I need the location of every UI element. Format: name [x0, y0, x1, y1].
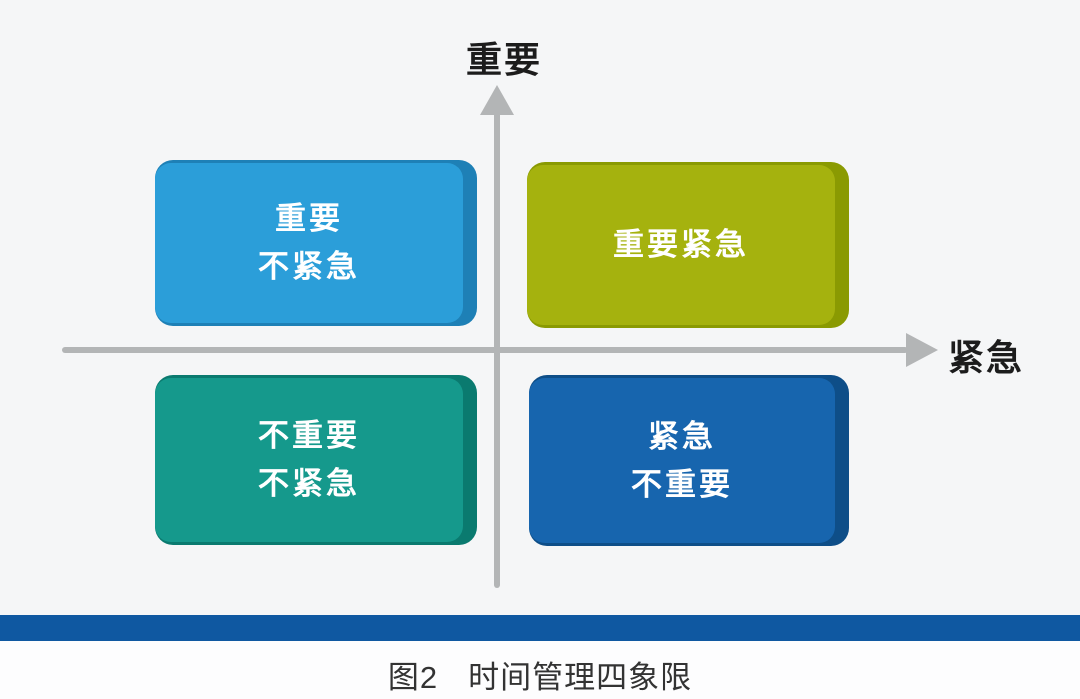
quadrant-label-line: 重要: [275, 201, 343, 236]
x-axis-label: 紧急: [948, 337, 1025, 378]
quadrant-label-line: 不重要: [631, 466, 733, 502]
x-axis-line: [62, 347, 908, 353]
quadrant-label-line: 不紧急: [258, 249, 360, 284]
figure-caption: 图2 时间管理四象限: [0, 652, 1080, 697]
quadrant-face: 重要紧急: [527, 165, 835, 325]
y-axis-label: 重要: [466, 39, 543, 80]
quadrant-urgent-not-important: 紧急 不重要: [529, 375, 849, 546]
quadrant-label-line: 不紧急: [258, 466, 360, 501]
figure-caption-label: 图2: [387, 660, 439, 695]
caption-area: [0, 640, 1080, 699]
arrow-up-icon: [480, 85, 514, 115]
figure-caption-text: 时间管理四象限: [468, 660, 693, 695]
quadrant-face: 不重要 不紧急: [155, 378, 463, 542]
quadrant-important-urgent: 重要紧急: [527, 162, 849, 328]
arrow-right-icon: [906, 333, 938, 367]
quadrant-label-line: 不重要: [258, 418, 360, 453]
quadrant-not-important-not-urgent: 不重要 不紧急: [155, 375, 477, 545]
divider-bar: [0, 615, 1080, 641]
quadrant-face: 紧急 不重要: [529, 378, 835, 543]
quadrant-label-line: 重要紧急: [613, 227, 749, 262]
quadrant-face: 重要 不紧急: [155, 163, 463, 323]
quadrant-important-not-urgent: 重要 不紧急: [155, 160, 477, 326]
quadrant-label-line: 紧急: [648, 418, 716, 454]
